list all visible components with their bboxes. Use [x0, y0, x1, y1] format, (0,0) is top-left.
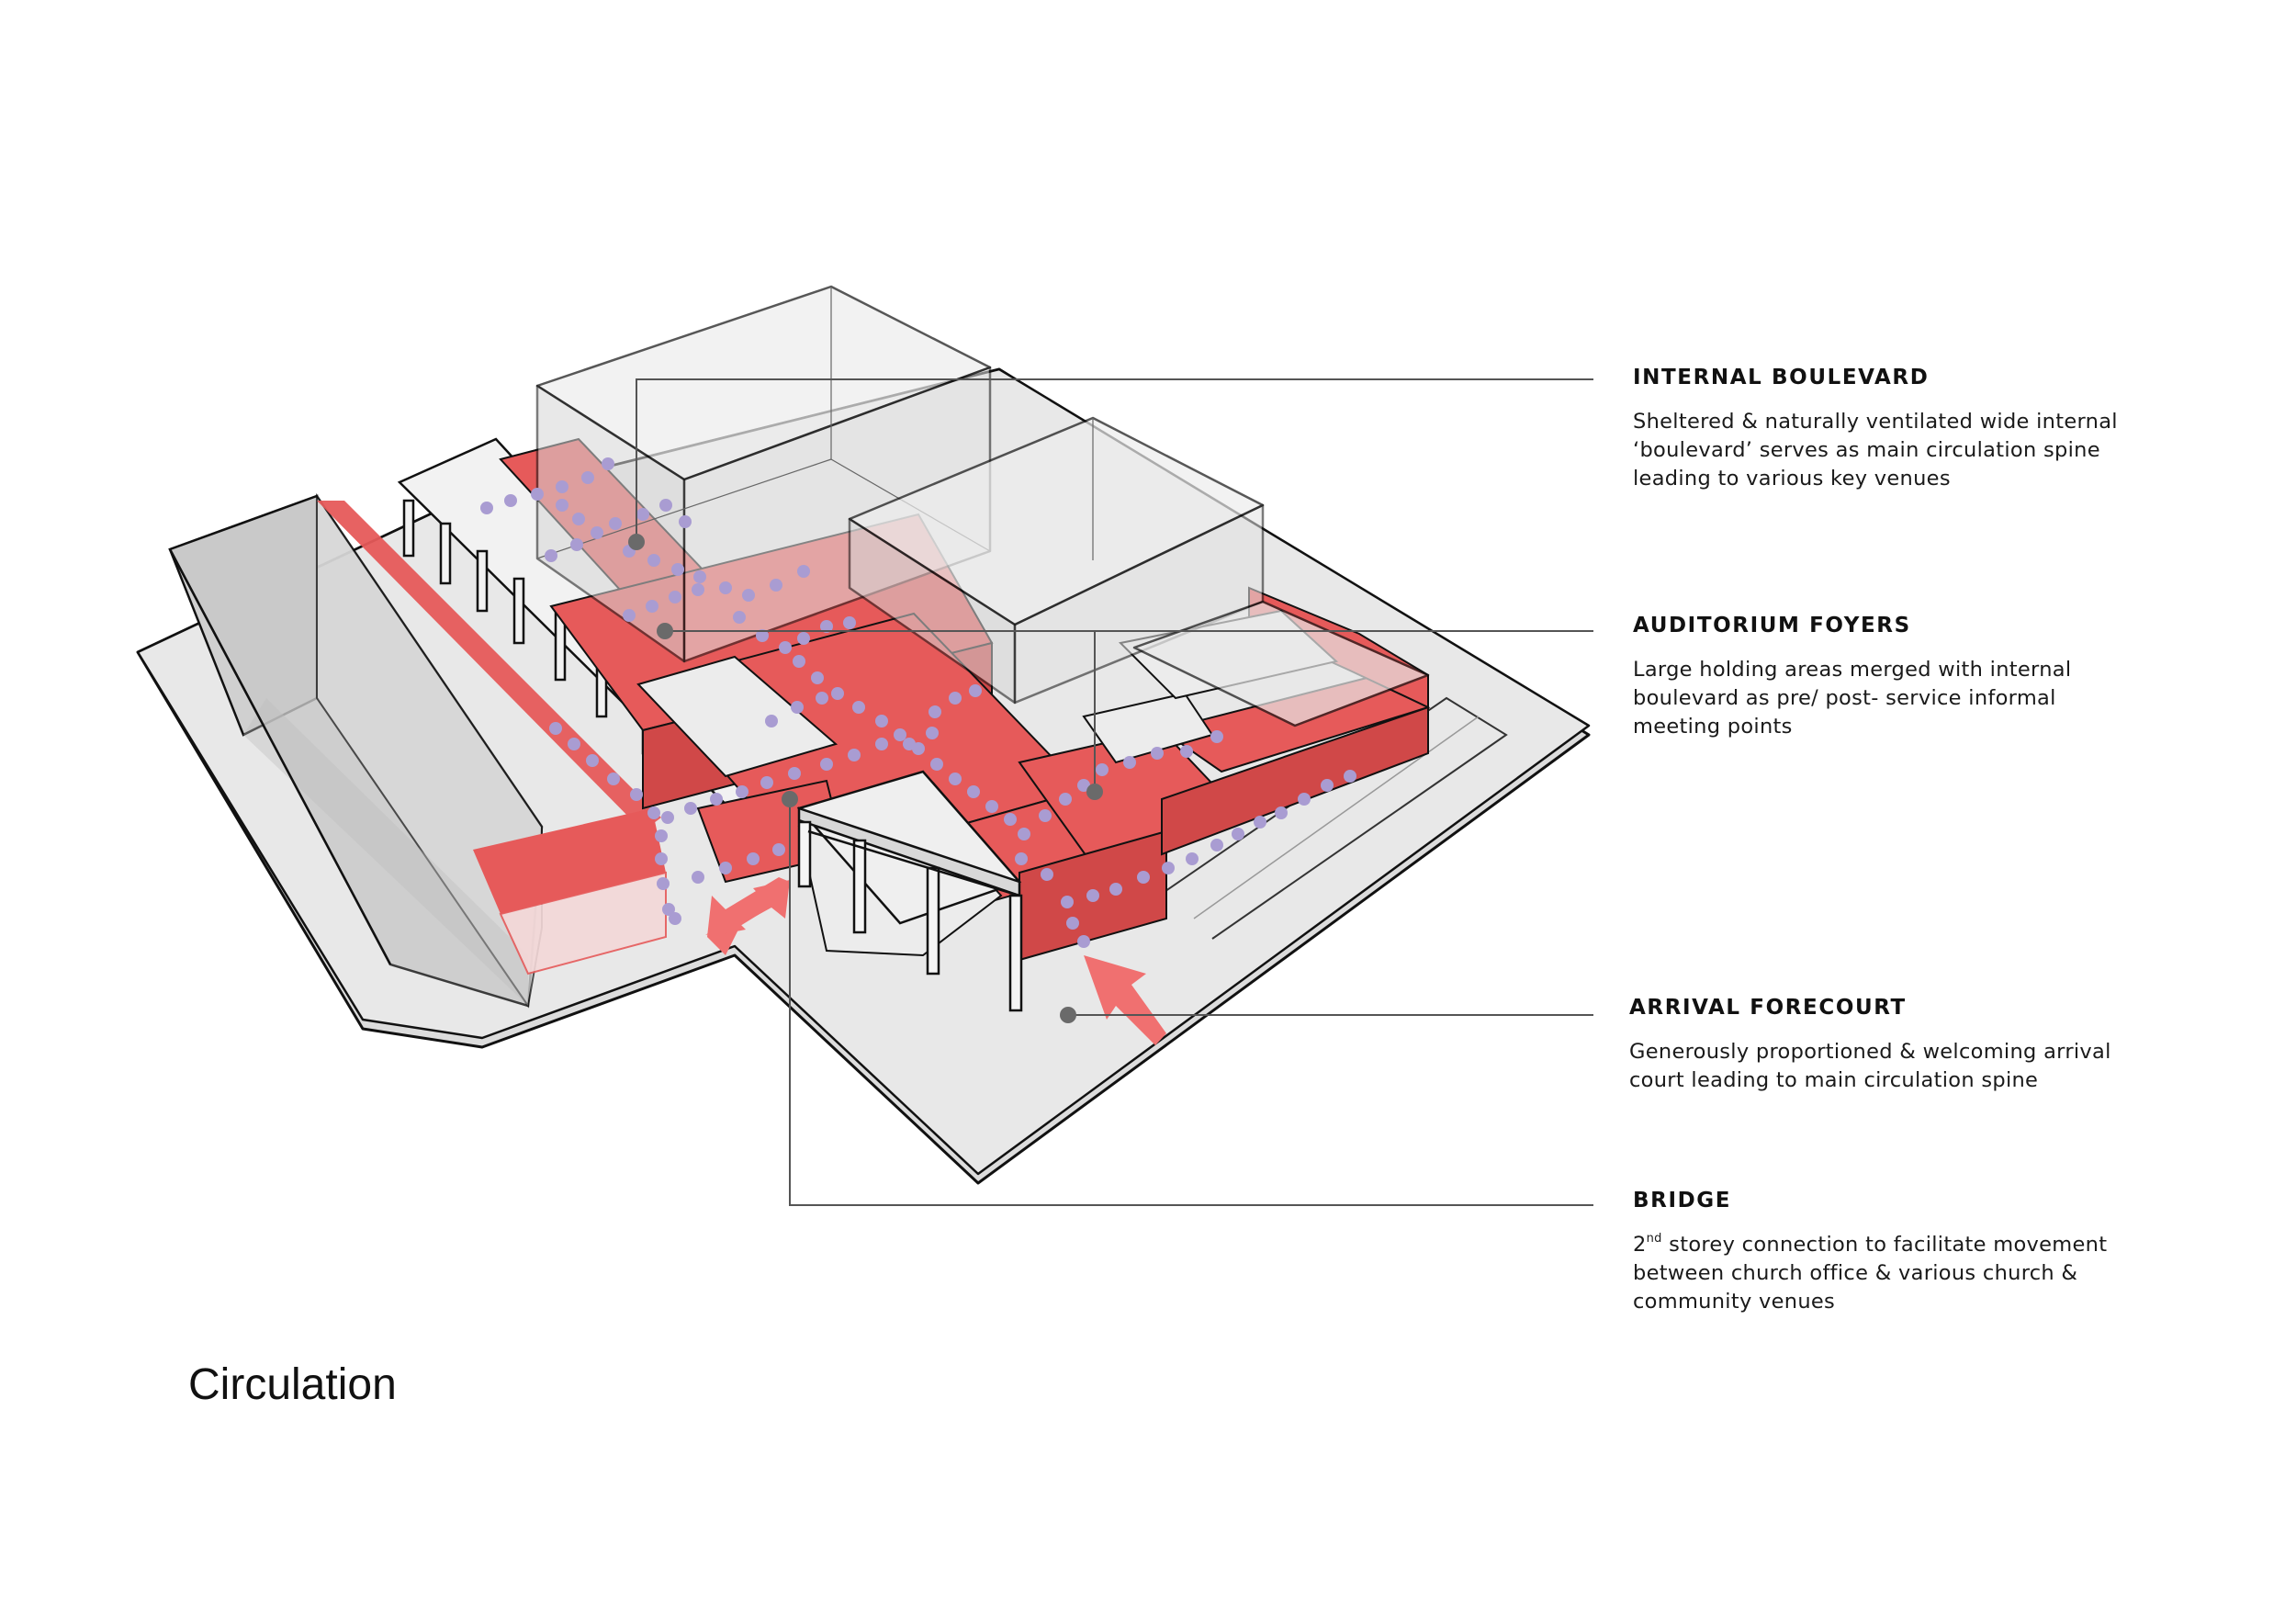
- callout-internal-boulevard: INTERNAL BOULEVARD Sheltered & naturally…: [1633, 366, 2147, 493]
- pedestrian-flow-dots: [480, 457, 1356, 948]
- auditorium-block-east: [848, 416, 1430, 727]
- arrival-canopy: [796, 770, 1023, 1012]
- callout-title: AUDITORIUM FOYERS: [1633, 614, 1911, 637]
- callout-title: INTERNAL BOULEVARD: [1633, 366, 1930, 389]
- callout-body: Generously proportioned & welcoming arri…: [1629, 1040, 2111, 1092]
- callout-body: Large holding areas merged with internal…: [1633, 658, 2072, 739]
- callout-body: Sheltered & naturally ventilated wide in…: [1633, 410, 2118, 491]
- leader-marker-dots: [628, 534, 1103, 1023]
- callout-title: BRIDGE: [1633, 1189, 1732, 1212]
- leader-lines: [636, 378, 1593, 1206]
- callout-bridge: BRIDGE 2nd storey connection to facilita…: [1633, 1189, 2147, 1316]
- callout-title: ARRIVAL FORECOURT: [1629, 996, 1907, 1020]
- bridge-double-arrow: [705, 877, 790, 955]
- figure-title: Circulation: [188, 1360, 397, 1409]
- arrival-arrow: [1084, 955, 1166, 1045]
- bridge-body-text: storey connection to facilitate movement…: [1633, 1233, 2108, 1314]
- callout-auditorium-foyers: AUDITORIUM FOYERS Large holding areas me…: [1633, 614, 2147, 741]
- callout-arrival-forecourt: ARRIVAL FORECOURT Generously proportione…: [1629, 996, 2144, 1095]
- bridge-body-prefix: 2: [1633, 1233, 1647, 1257]
- bridge-body-superscript: nd: [1646, 1232, 1662, 1246]
- callout-body: 2nd storey connection to facilitate move…: [1633, 1231, 2147, 1316]
